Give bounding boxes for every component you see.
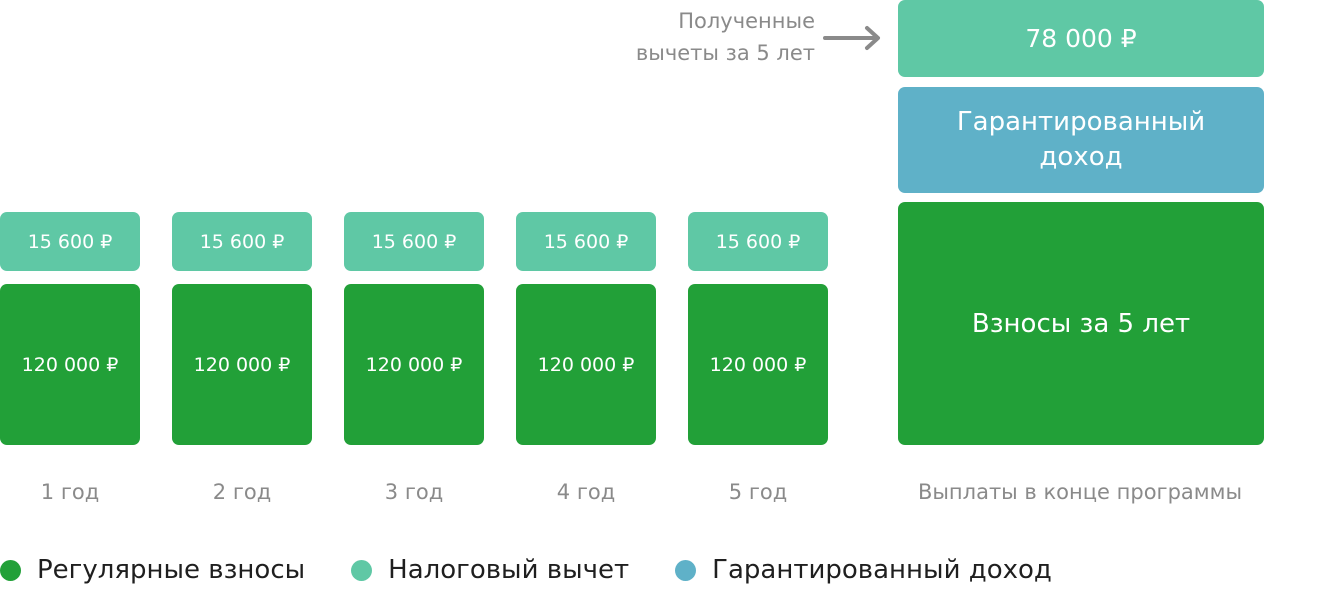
regular-contribution-bar: 120 000 ₽ — [688, 284, 828, 445]
guaranteed-income-bar: Гарантированный доход — [898, 87, 1264, 193]
tax-deduction-bar: 15 600 ₽ — [516, 212, 656, 271]
legend-dot-icon — [675, 559, 697, 581]
bar-value-label: 120 000 ₽ — [709, 353, 807, 376]
regular-contribution-bar: 120 000 ₽ — [516, 284, 656, 445]
bar-value-label: 120 000 ₽ — [193, 353, 291, 376]
legend-item: Регулярные взносы — [0, 555, 305, 585]
legend-dot-icon — [0, 559, 21, 581]
deductions-total-bar: 78 000 ₽ — [898, 0, 1264, 77]
x-tick-label: 1 год — [40, 480, 100, 504]
legend-dot-icon — [351, 559, 373, 581]
tax-deduction-bar: 15 600 ₽ — [688, 212, 828, 271]
regular-contribution-bar: 120 000 ₽ — [172, 284, 312, 445]
year-column: 15 600 ₽ 120 000 ₽ 4 год — [516, 0, 656, 520]
regular-contribution-bar: 120 000 ₽ — [0, 284, 140, 445]
x-tick-label: Выплаты в конце программы — [917, 480, 1243, 504]
legend-label: Гарантированный доход — [712, 555, 1052, 585]
x-tick-label: 3 год — [384, 480, 444, 504]
annotation-line: вычеты за 5 лет — [635, 41, 815, 65]
tax-deduction-bar: 15 600 ₽ — [344, 212, 484, 271]
bar-value-label: 15 600 ₽ — [27, 230, 113, 253]
bar-value-label: 120 000 ₽ — [365, 353, 463, 376]
regular-contribution-bar: 120 000 ₽ — [344, 284, 484, 445]
year-column: 15 600 ₽ 120 000 ₽ 2 год — [172, 0, 312, 520]
arrow-right-icon — [823, 26, 880, 50]
tax-deduction-bar: 15 600 ₽ — [172, 212, 312, 271]
legend-item: Налоговый вычет — [351, 555, 629, 585]
year-column: 15 600 ₽ 120 000 ₽ 1 год — [0, 0, 140, 520]
bar-value-label: 120 000 ₽ — [537, 353, 635, 376]
legend-label: Налоговый вычет — [388, 555, 630, 585]
bar-value-label: Взносы за 5 лет — [971, 308, 1191, 339]
tax-deduction-bar: 15 600 ₽ — [0, 212, 140, 271]
bar-value-label: 78 000 ₽ — [1025, 24, 1137, 53]
bar-value-label: 15 600 ₽ — [199, 230, 285, 253]
x-tick-label: 5 год — [728, 480, 788, 504]
bar-value-label: 15 600 ₽ — [543, 230, 629, 253]
annotation-line: Полученные — [678, 9, 815, 33]
deductions-annotation: Полученные вычеты за 5 лет — [555, 5, 815, 69]
bar-value-label: 120 000 ₽ — [21, 353, 119, 376]
bar-value-label: 15 600 ₽ — [371, 230, 457, 253]
legend-item: Гарантированный доход — [675, 555, 1052, 585]
x-tick-label: 4 год — [556, 480, 616, 504]
year-column: 15 600 ₽ 120 000 ₽ 5 год — [688, 0, 828, 520]
x-tick-label: 2 год — [212, 480, 272, 504]
contributions-total-bar: Взносы за 5 лет — [898, 202, 1264, 445]
bar-value-label: Гарантированный доход — [956, 107, 1206, 172]
legend: Регулярные взносы Налоговый вычет Гарант… — [0, 552, 1098, 588]
bar-value-label: 15 600 ₽ — [715, 230, 801, 253]
legend-label: Регулярные взносы — [37, 555, 306, 585]
year-column: 15 600 ₽ 120 000 ₽ 3 год — [344, 0, 484, 520]
